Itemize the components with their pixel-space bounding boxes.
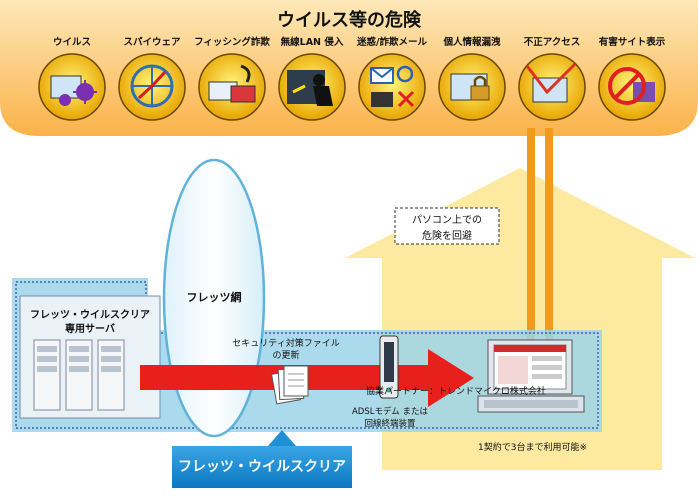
callout-line-1: パソコン上での: [395, 211, 499, 226]
threat-label-leak: 個人情報漏洩: [428, 34, 516, 48]
spam-mail-icon: [357, 52, 427, 122]
network-label: フレッツ網: [174, 289, 254, 305]
license-note: 1契約で3台まで利用可能※: [478, 440, 587, 453]
virus-icon: [37, 52, 107, 122]
modem-label-line-2: 回線終端装置: [330, 417, 450, 429]
data-leak-icon: [437, 52, 507, 122]
threat-label-wireless: 無線LAN 侵入: [268, 34, 356, 48]
spyware-icon: [117, 52, 187, 122]
wireless-intrusion-icon: [277, 52, 347, 122]
threat-label-phishing: フィッシング詐欺: [188, 34, 276, 48]
threat-label-spam: 迷惑/詐欺メール: [348, 34, 436, 48]
callout-line-2: 危険を回避: [395, 227, 499, 242]
harmful-site-icon: [597, 52, 667, 122]
partner-text: 協業パートナー：トレンドマイクロ株式会社: [366, 384, 546, 397]
threat-label-spyware: スパイウェア: [108, 34, 196, 48]
threat-label-harmful: 有害サイト表示: [588, 34, 676, 48]
server-icon: [34, 340, 124, 410]
page-title: ウイルス等の危険: [0, 6, 698, 32]
modem-label-line-1: ADSLモデム または: [330, 405, 450, 417]
service-name: フレッツ・ウイルスクリア: [172, 456, 352, 476]
threat-pillar-right: [545, 128, 553, 340]
server-label-line-2: 専用サーバ: [20, 320, 160, 335]
threat-label-virus: ウイルス: [28, 34, 116, 48]
banner-pointer: [268, 430, 296, 446]
update-label-line-2: の更新: [218, 348, 354, 361]
threat-pillar-left: [527, 128, 535, 340]
threat-label-access: 不正アクセス: [508, 34, 596, 48]
phishing-icon: [197, 52, 267, 122]
computer-icon: [478, 340, 584, 412]
unauthorized-access-icon: [517, 52, 587, 122]
server-label-line-1: フレッツ・ウイルスクリア: [20, 306, 160, 321]
